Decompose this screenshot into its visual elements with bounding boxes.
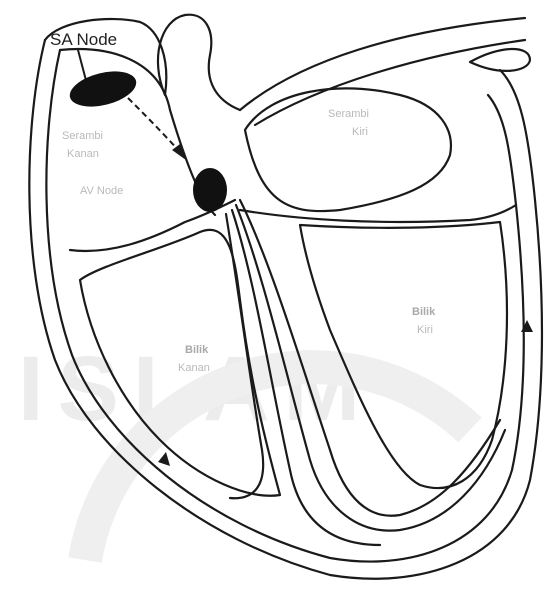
- av-boundary-left: [240, 205, 516, 222]
- right-ventricle-label-1: Bilik: [185, 344, 208, 356]
- left-ventricle-label-1: Bilik: [412, 306, 435, 318]
- right-ventricle-arrow: [158, 452, 170, 466]
- right-ventricle-label-2: Kanan: [178, 362, 210, 374]
- left-atrium-label-1: Serambi: [328, 108, 369, 120]
- right-atrium-label-1: Serambi: [62, 130, 103, 142]
- pulmonary-artery: [240, 18, 525, 110]
- right-atrium-label-2: Kanan: [67, 148, 99, 160]
- sa-to-av-arrow: [128, 98, 186, 160]
- left-ventricle-label-2: Kiri: [417, 324, 433, 336]
- av-node: [193, 168, 227, 212]
- left-atrium-label-2: Kiri: [352, 126, 368, 138]
- aorta-loop: [470, 49, 530, 71]
- sa-node-label: SA Node: [50, 30, 117, 50]
- sa-node: [66, 65, 140, 113]
- aorta-arch: [158, 15, 240, 110]
- left-atrium-chamber: [245, 88, 451, 211]
- pulmonary-artery-inner: [255, 40, 525, 125]
- av-node-label: AV Node: [80, 185, 123, 197]
